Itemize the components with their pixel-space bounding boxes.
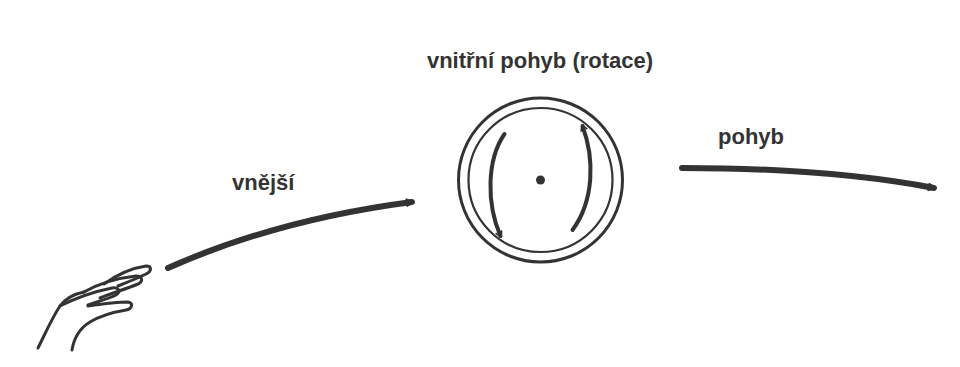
rotating-wheel: vnitřní pohyb (rotace) bbox=[419, 46, 662, 268]
wheel-heading: vnitřní pohyb (rotace) bbox=[419, 46, 662, 74]
force-label: vnější bbox=[232, 170, 294, 196]
hand-sketch bbox=[38, 266, 151, 350]
wheel-rim bbox=[458, 98, 622, 262]
rotation-arrow bbox=[572, 126, 590, 230]
motion-arrow bbox=[682, 168, 934, 188]
wheel-axle bbox=[536, 176, 545, 185]
wheel-inner-rim bbox=[468, 108, 612, 252]
push-arrow bbox=[168, 202, 412, 268]
wheel-outline bbox=[419, 46, 662, 268]
rotation-arrow bbox=[490, 134, 504, 236]
motion-label: pohyb bbox=[718, 124, 784, 150]
